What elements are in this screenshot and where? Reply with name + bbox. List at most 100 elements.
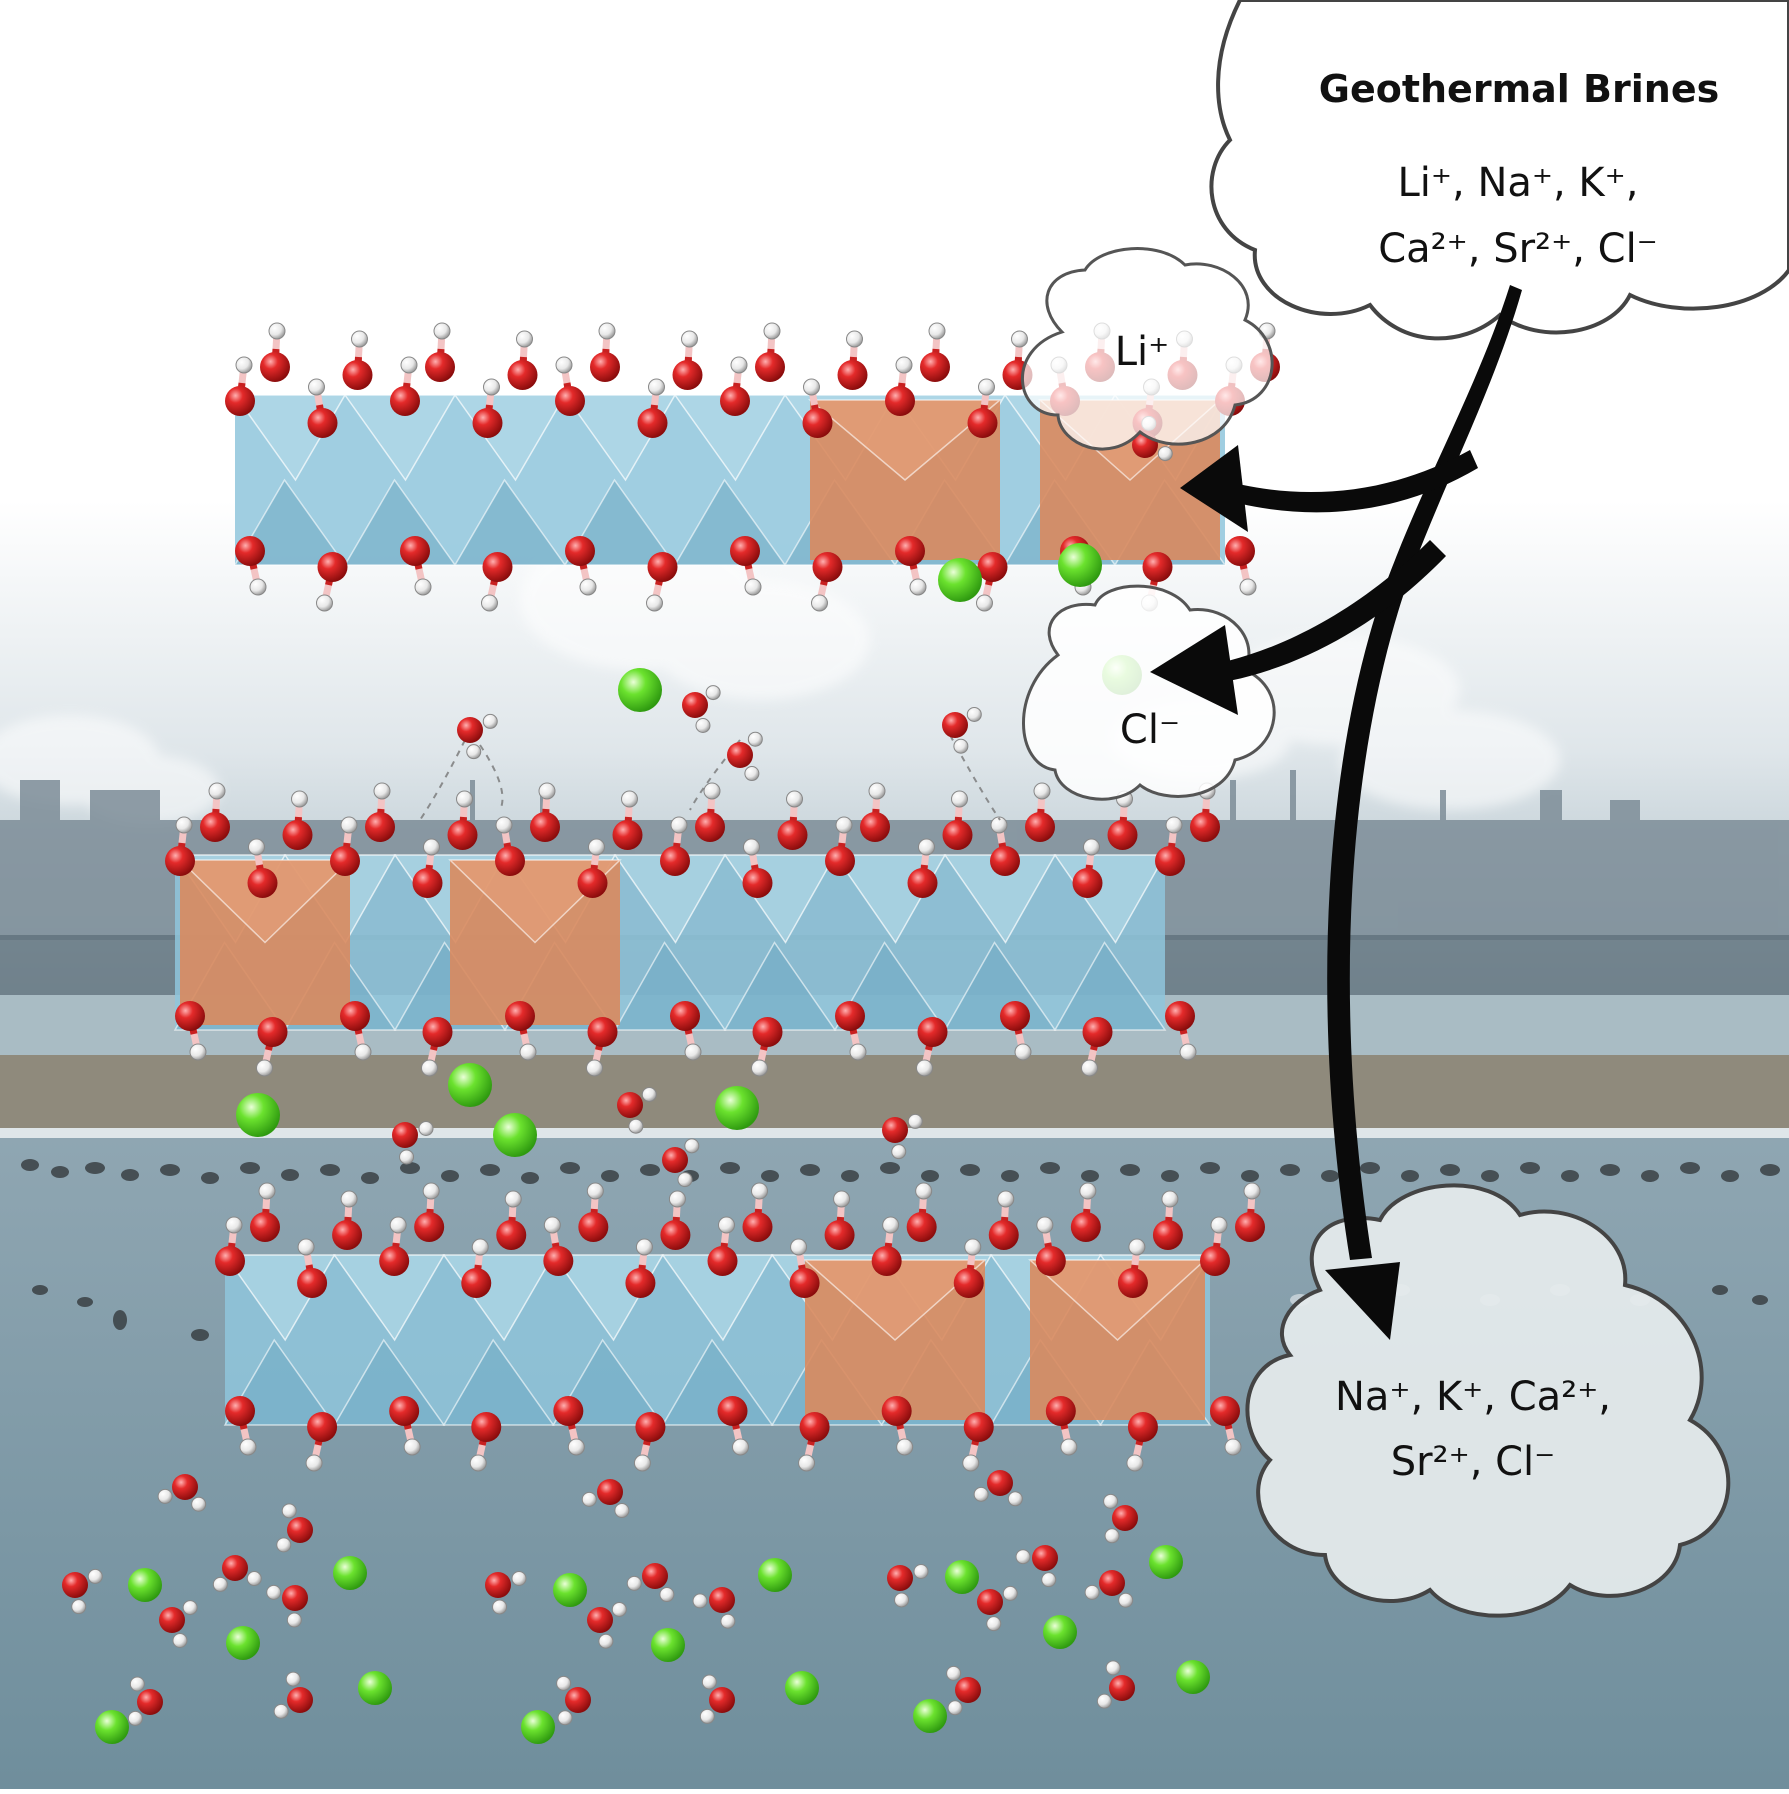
hydrogen-atom: [846, 330, 863, 348]
hydrogen-atom: [751, 1059, 768, 1077]
oxygen-atom: [1127, 1412, 1158, 1442]
hydrogen-atom: [744, 766, 760, 782]
oxygen-atom: [906, 1212, 937, 1242]
oxygen-atom: [824, 1220, 855, 1250]
hydrogen-atom: [946, 1665, 962, 1681]
hydrogen-atom: [896, 1438, 914, 1456]
hydrogen-atom: [567, 1438, 585, 1456]
hydrogen-atom: [894, 1592, 910, 1608]
hydrogen-atom: [786, 790, 803, 808]
oxygen-atom: [543, 1246, 574, 1276]
cloud-geothermal-brines: Geothermal Brines Li⁺, Na⁺, K⁺, Ca²⁺, Sr…: [1209, 0, 1789, 341]
water-molecule: [887, 1563, 929, 1608]
hydrogen-atom: [235, 356, 253, 374]
hydrogen-atom: [1104, 1528, 1120, 1544]
water-molecule: [457, 713, 498, 760]
water-molecule: [159, 1600, 198, 1649]
hydrogen-atom: [895, 356, 913, 374]
hydrogen-atom: [266, 1584, 282, 1600]
oxygen-atom: [1117, 1268, 1148, 1298]
chloride-ion: [553, 1573, 587, 1607]
water-molecule: [626, 1563, 675, 1603]
water-molecule: [1103, 1493, 1138, 1544]
oxygen-atom: [662, 1147, 688, 1173]
hydrogen-atom: [273, 1703, 289, 1719]
water-molecule: [127, 1676, 163, 1726]
water-molecule: [682, 685, 721, 734]
water-molecule: [942, 706, 982, 754]
hydrogen-atom: [973, 1486, 989, 1502]
oxygen-atom: [920, 352, 950, 382]
oxygen-atom: [955, 1677, 981, 1703]
water-molecule: [977, 1585, 1018, 1632]
oxygen-atom: [942, 712, 968, 738]
oxygen-atom: [257, 1017, 288, 1047]
oxygen-atom: [400, 536, 430, 566]
oxygen-atom: [907, 868, 938, 898]
hydrogen-atom: [882, 1216, 900, 1234]
hydrogen-atom: [1239, 578, 1257, 596]
oxygen-atom: [895, 536, 925, 566]
water-molecule: [946, 1665, 981, 1716]
oxygen-atom: [577, 868, 608, 898]
remaining-ions-line1: Na⁺, K⁺, Ca²⁺,: [1335, 1374, 1611, 1420]
oxygen-atom: [1200, 1246, 1230, 1276]
hydrogen-atom: [481, 594, 498, 612]
hydrogen-atom: [633, 1454, 651, 1472]
oxygen-atom: [1235, 1212, 1265, 1242]
oxygen-atom: [709, 1687, 735, 1713]
oxygen-atom: [1025, 812, 1055, 842]
oxygen-atom: [987, 1470, 1013, 1496]
oxygen-atom: [222, 1555, 248, 1581]
hydrogen-atom: [483, 378, 500, 396]
hydrogen-atom: [87, 1568, 103, 1584]
hydrogen-atom: [433, 322, 451, 340]
hydrogen-atom: [962, 1454, 980, 1472]
oxygen-atom: [1032, 1545, 1058, 1571]
oxygen-atom: [682, 692, 708, 718]
hydrogen-atom: [208, 782, 226, 800]
hydrogen-atom: [1041, 1572, 1057, 1588]
hydrogen-atom: [285, 1671, 301, 1687]
oxygen-atom: [482, 552, 513, 582]
hydrogen-atom: [835, 816, 853, 834]
oxygen-atom: [660, 846, 690, 876]
oxygen-atom: [472, 408, 503, 438]
oxygen-atom: [885, 386, 915, 416]
hydrogen-atom: [1157, 446, 1173, 462]
hydrogen-atom: [456, 790, 473, 808]
oxygen-atom: [1152, 1220, 1183, 1250]
oxygen-atom: [1190, 812, 1220, 842]
water-molecule: [1084, 1570, 1134, 1608]
hydrogen-atom: [305, 1454, 323, 1472]
hydrogen-atom: [747, 731, 763, 747]
oxygen-atom: [342, 360, 373, 390]
hydrogen-atom: [913, 1563, 929, 1579]
oxygen-atom: [1099, 1570, 1125, 1596]
oxygen-atom: [447, 820, 478, 850]
octahedron-face: [178, 859, 352, 944]
water-molecule: [581, 1479, 630, 1519]
oxygen-atom: [507, 360, 538, 390]
arrow-head-lithium: [1180, 445, 1248, 532]
hydrogen-atom: [964, 1238, 982, 1256]
hydrogen-atom: [986, 1616, 1002, 1632]
hydrogen-atom: [340, 1190, 358, 1208]
hydrogen-atom: [614, 1503, 630, 1519]
hydrogen-atom: [891, 1144, 907, 1160]
oxygen-atom: [379, 1246, 410, 1276]
hydrogen-atom: [915, 1182, 933, 1200]
hydrogen-atom: [744, 578, 762, 596]
chloride-ion: [95, 1710, 129, 1744]
flow-arrows: [1150, 285, 1522, 1340]
oxygen-atom: [159, 1607, 185, 1633]
hydrogen-atom: [868, 782, 886, 800]
oxygen-atom: [1072, 868, 1103, 898]
hydrogen-atom: [1179, 1043, 1197, 1061]
hydrogen-atom: [1014, 1043, 1032, 1061]
hydrogen-atom: [403, 1438, 421, 1456]
oxygen-atom: [282, 820, 313, 850]
hydrogen-atom: [1060, 1438, 1078, 1456]
oxygen-atom: [988, 1220, 1019, 1250]
hydrogen-atom: [626, 1575, 642, 1591]
